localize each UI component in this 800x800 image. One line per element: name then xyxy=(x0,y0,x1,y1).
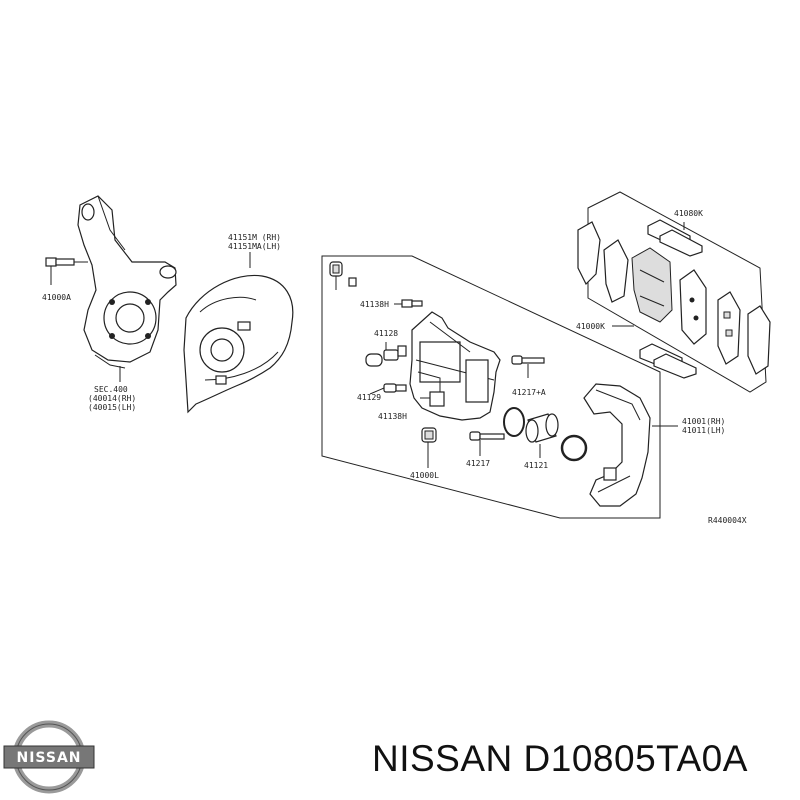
shim-inner xyxy=(603,239,629,303)
hardware-clips-upper xyxy=(647,219,703,257)
label-shield-lh: 41151MA(LH) xyxy=(228,242,281,251)
shim-rear-1 xyxy=(717,291,741,365)
label-pad-kit: 41000K xyxy=(576,322,605,331)
label-shield-rh: 41151M (RH) xyxy=(228,233,281,242)
pin-boot xyxy=(383,383,407,393)
label-guide-pin-lower: 41217 xyxy=(466,459,490,468)
label-caliper-rh: 41001(RH) xyxy=(682,417,725,426)
label-pin-bolt-lower: 41138H xyxy=(378,412,407,421)
label-pin-boot: 41129 xyxy=(357,393,381,402)
bleeder xyxy=(421,427,437,443)
brake-pad-inner xyxy=(679,269,707,345)
guide-pin-upper xyxy=(511,355,545,365)
pin-bolt-upper xyxy=(401,299,423,308)
part-number-caption: NISSAN D10805TA0A xyxy=(372,738,748,779)
piston xyxy=(525,413,559,443)
brake-pad-outer xyxy=(631,247,673,323)
boot-ring xyxy=(560,434,588,462)
hardware-clips-lower xyxy=(639,343,697,379)
steering-knuckle xyxy=(77,195,177,369)
caliper-body xyxy=(409,311,501,421)
label-knuckle-rh: (40014(RH) xyxy=(88,394,136,403)
label-knuckle-bolt: 41000A xyxy=(42,293,71,302)
pad-kit-border xyxy=(587,191,767,393)
label-bleeder: 41000L xyxy=(410,471,439,480)
label-knuckle-lh: (40015(LH) xyxy=(88,403,136,412)
nissan-logo: NISSAN xyxy=(3,720,95,794)
caliper-cap xyxy=(329,261,343,277)
sleeve xyxy=(365,345,407,367)
guide-pin-lower xyxy=(469,431,505,441)
dust-shield xyxy=(183,274,294,414)
shim-rear-2 xyxy=(747,305,771,375)
logo-text: NISSAN xyxy=(16,750,81,766)
caliper-plug xyxy=(348,277,357,287)
label-knuckle-sec: SEC.400 xyxy=(94,385,128,394)
label-hardware-kit: 41080K xyxy=(674,209,703,218)
assembly-border xyxy=(321,255,661,519)
shim-outer xyxy=(577,221,601,286)
label-piston: 41121 xyxy=(524,461,548,470)
label-guide-pin-upper: 41217+A xyxy=(512,388,546,397)
label-sleeve: 41128 xyxy=(374,329,398,338)
reference-code: R440004X xyxy=(708,516,747,525)
knuckle-bolt xyxy=(45,257,88,285)
seal-ring xyxy=(503,407,525,437)
label-caliper-lh: 41011(LH) xyxy=(682,426,725,435)
caliper-bracket xyxy=(583,383,651,507)
label-pin-bolt-upper: 41138H xyxy=(360,300,389,309)
